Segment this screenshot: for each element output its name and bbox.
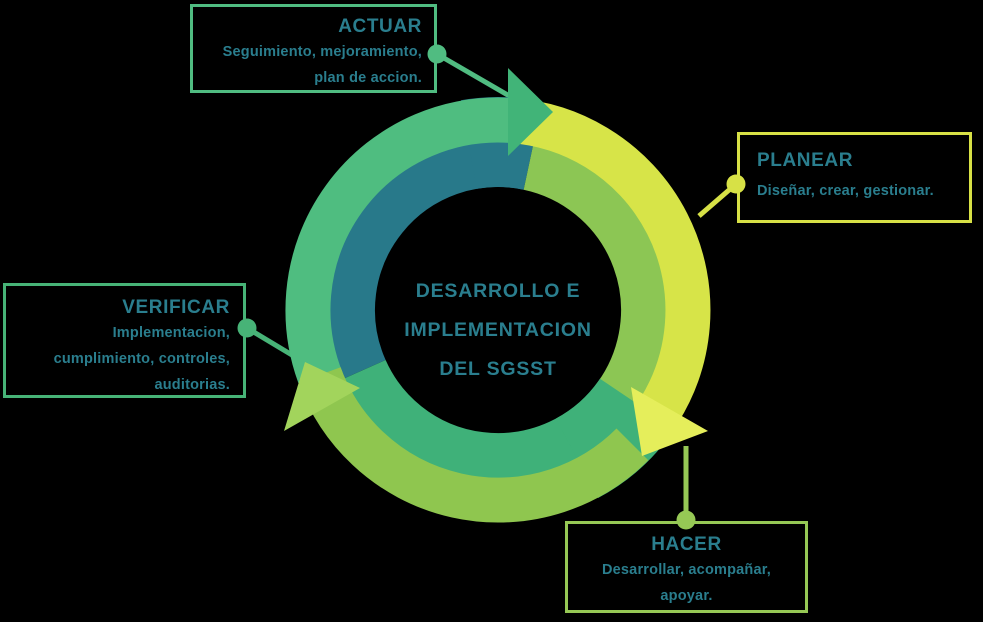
center-title-line: DESARROLLO E [415,280,581,302]
actuar-arrowhead-icon [508,68,553,156]
center-title: DESARROLLO E IMPLEMENTACION DEL SGSST [371,272,625,389]
actuar-description-line: Seguimiento, mejoramiento, [222,44,422,60]
actuar-box: ACTUAR Seguimiento, mejoramiento, plan d… [190,4,437,93]
hacer-junction-wedge [554,377,675,499]
actuar-connector-line [435,51,546,119]
center-title-line: IMPLEMENTACION [404,319,592,341]
planear-arrowhead-icon [631,387,708,456]
verificar-box: VERIFICAR Implementacion, cumplimiento, … [3,283,246,398]
verificar-description-line: auditorias. [154,377,230,393]
center-title-line: DEL SGSST [439,358,557,380]
hacer-title: HACER [651,534,722,555]
verificar-connector-line [245,325,299,361]
verificar-title: VERIFICAR [122,297,230,318]
hacer-description-line: apoyar. [660,588,713,604]
verificar-description-line: cumplimiento, controles, [53,351,230,367]
hacer-arrowhead-icon [284,362,360,431]
hacer-description-line: Desarrollar, acompañar, [601,562,772,578]
planear-box: PLANEAR Diseñar, crear, gestionar. [737,132,972,223]
actuar-description-line: plan de accion. [314,70,422,86]
actuar-junction-wedge [460,97,543,190]
actuar-title: ACTUAR [338,16,422,37]
hacer-box: HACER Desarrollar, acompañar, apoyar. [565,521,808,613]
planear-connector-line [697,182,738,218]
planear-title: PLANEAR [757,150,854,171]
planear-description-line: Diseñar, crear, gestionar. [757,183,934,199]
hacer-arc [298,367,649,523]
verificar-description-line: Implementacion, [112,325,230,341]
